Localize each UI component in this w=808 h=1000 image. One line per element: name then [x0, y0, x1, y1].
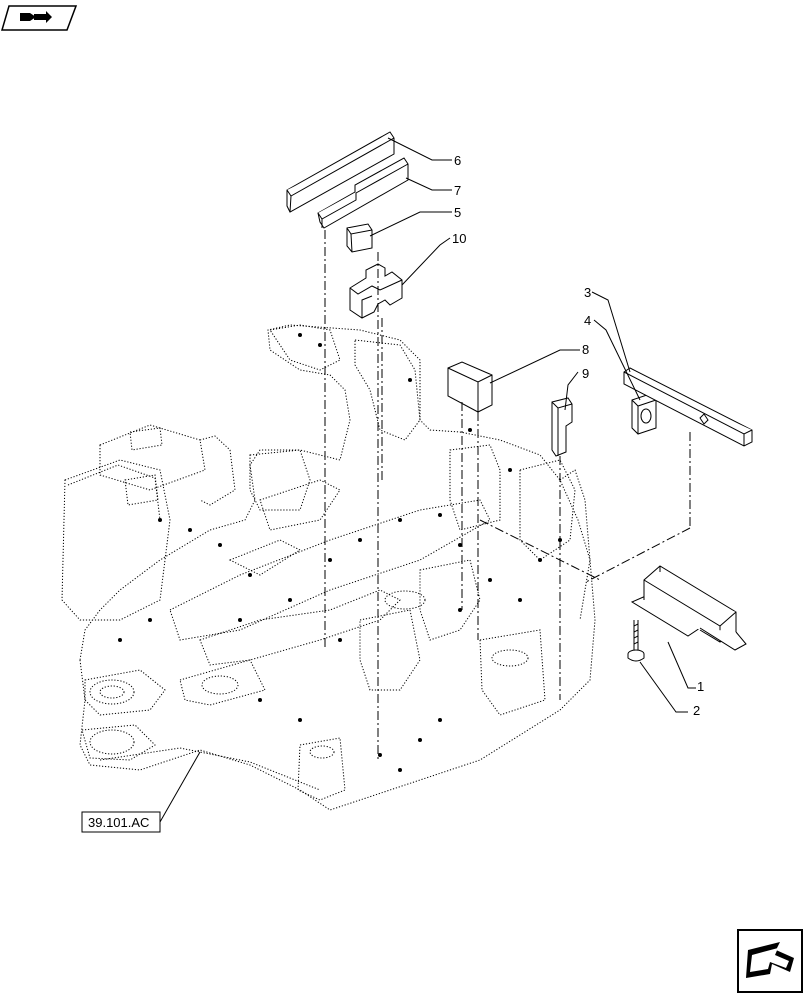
upper-frame-drawing — [61, 324, 596, 811]
leader-lines — [369, 137, 696, 713]
callouts: 1 2 3 4 5 6 7 8 9 10 — [452, 153, 704, 718]
part-6-long-block — [286, 131, 395, 213]
next-page-arrow-icon[interactable] — [737, 929, 803, 993]
callout-1: 1 — [697, 679, 704, 694]
reference-label: 39.101.AC — [88, 815, 149, 830]
part-10-notched-block — [349, 263, 403, 319]
book-arrow-icon[interactable] — [1, 5, 78, 31]
projection-lines — [324, 230, 691, 760]
part-7-stepped-block — [317, 157, 409, 229]
part-8-block — [447, 361, 493, 413]
part-3-plate — [623, 367, 753, 447]
callout-5: 5 — [454, 205, 461, 220]
callout-4: 4 — [584, 313, 591, 328]
frame-holes — [118, 333, 562, 772]
callout-7: 7 — [454, 183, 461, 198]
part-2-bolt — [627, 620, 645, 662]
callout-8: 8 — [582, 342, 589, 357]
reference-box[interactable]: 39.101.AC — [81, 751, 201, 833]
callout-3: 3 — [584, 285, 591, 300]
callout-2: 2 — [693, 703, 700, 718]
callout-9: 9 — [582, 366, 589, 381]
part-4-clamp — [631, 393, 657, 435]
part-1-cover — [630, 565, 747, 651]
part-9-bracket — [551, 397, 573, 457]
callout-10: 10 — [452, 231, 466, 246]
callout-6: 6 — [454, 153, 461, 168]
part-5-small-block — [346, 223, 373, 253]
